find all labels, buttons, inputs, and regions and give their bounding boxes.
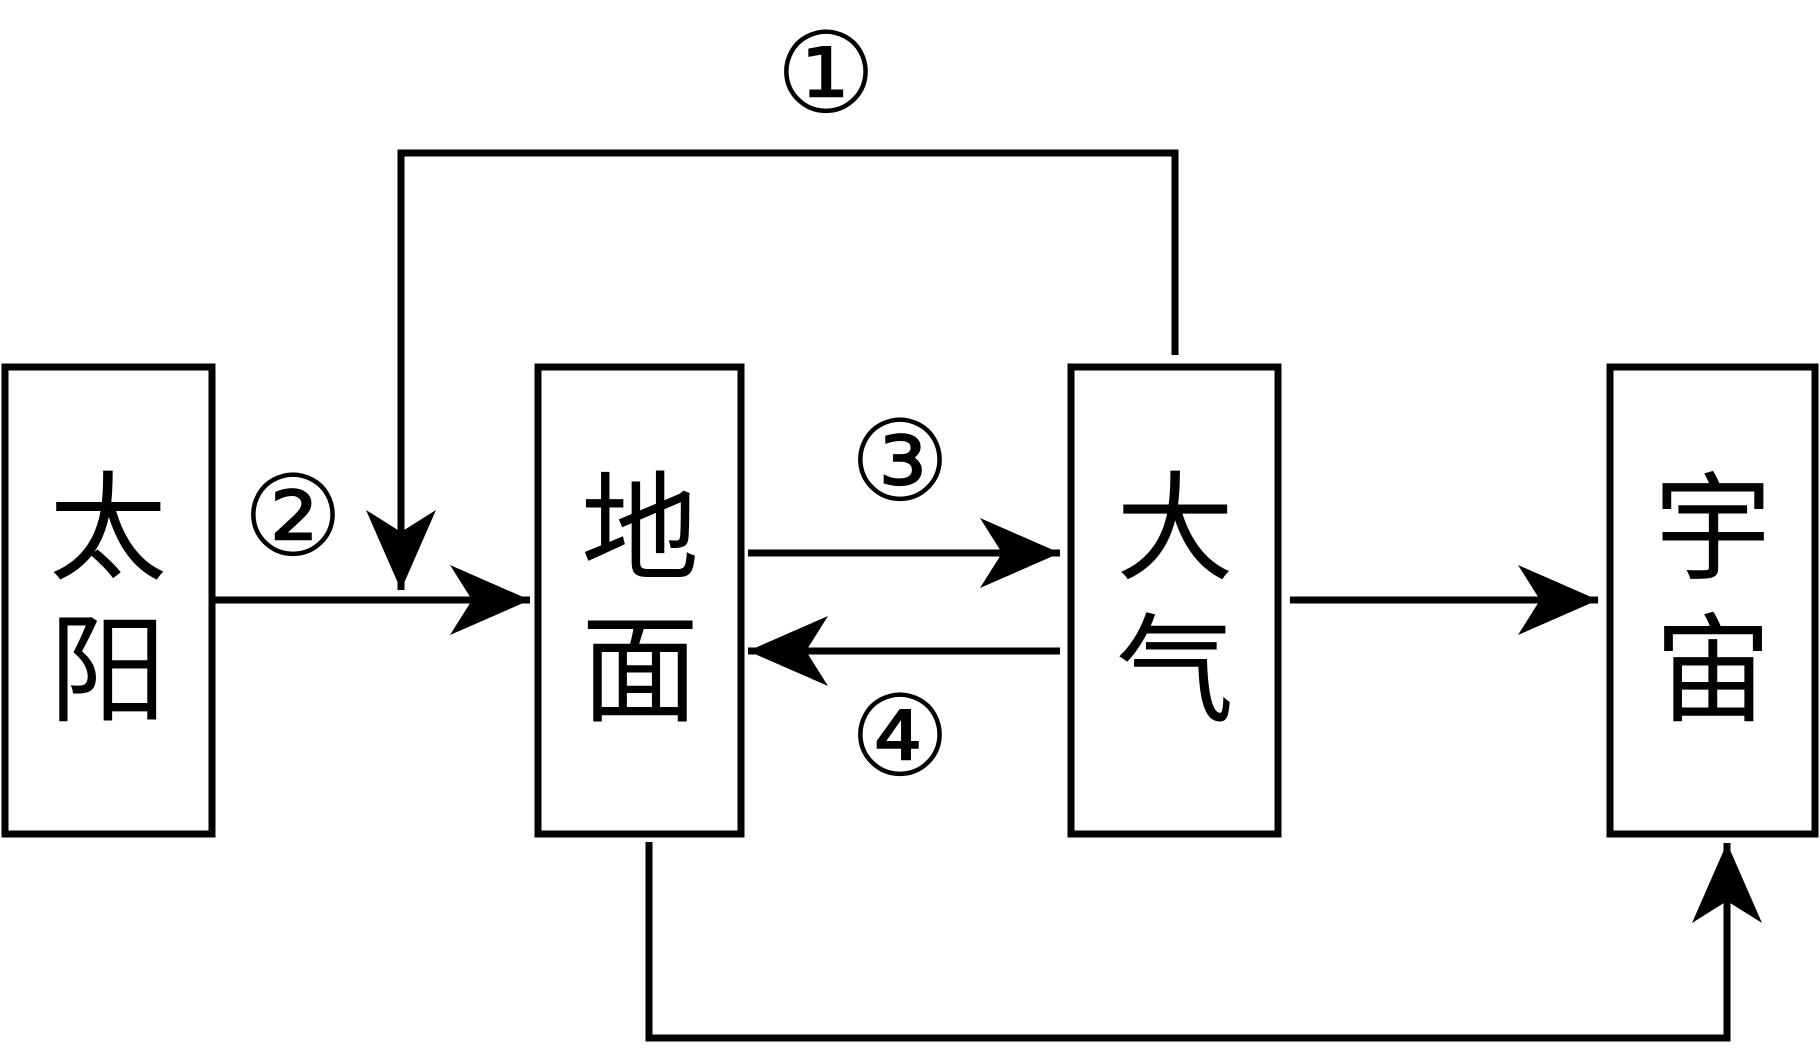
box-sun-char-1: 太	[49, 460, 167, 598]
box-ground-char-1: 地	[581, 460, 699, 598]
marker-3: ③	[850, 397, 950, 527]
box-space: 宇 宙	[1606, 363, 1819, 838]
box-atmosphere: 大 气	[1067, 363, 1282, 838]
arrow-ground-to-space	[645, 842, 1762, 1042]
box-ground: 地 面	[534, 363, 745, 838]
box-space-char-1: 宇	[1654, 460, 1772, 598]
marker-2: ②	[243, 452, 343, 582]
box-ground-char-2: 面	[581, 602, 699, 740]
marker-1: ①	[776, 9, 876, 139]
marker-4: ④	[850, 672, 950, 802]
box-sun-char-2: 阳	[49, 602, 167, 740]
box-space-char-2: 宙	[1654, 602, 1772, 740]
arrow-atmosphere-counter-radiation	[366, 149, 1179, 590]
box-atmosphere-char-1: 大	[1116, 460, 1234, 598]
box-sun: 太 阳	[1, 363, 216, 838]
box-atmosphere-char-2: 气	[1116, 602, 1234, 740]
